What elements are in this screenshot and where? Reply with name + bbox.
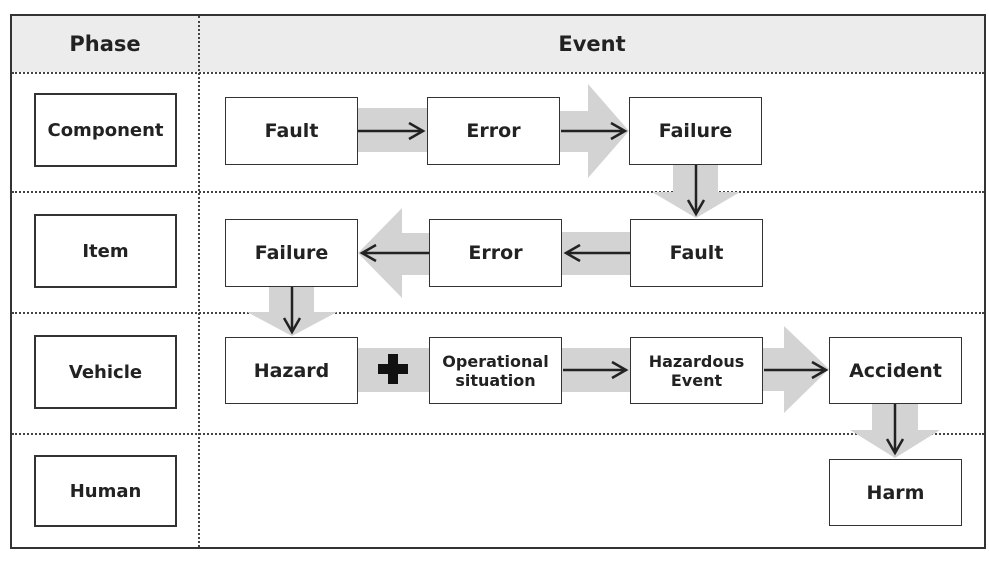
phase-item: Item (34, 214, 177, 288)
thin-arrows (282, 121, 905, 456)
phase-human: Human (34, 455, 177, 527)
phase-column-header: Phase (69, 32, 141, 56)
vehicle-operational-situation-box: Operational situation (429, 337, 562, 404)
row-divider (12, 433, 984, 435)
item-error-box: Error (429, 219, 562, 287)
row-divider (12, 191, 984, 193)
operational-situation-line1: Operational (442, 351, 549, 371)
phase-event-table: Phase Event (10, 14, 986, 549)
event-column-header: Event (558, 32, 626, 56)
vehicle-hazard-box: Hazard (225, 337, 358, 404)
operational-situation-line2: situation (455, 370, 536, 390)
vehicle-hazardous-event-box: Hazardous Event (630, 337, 763, 404)
item-failure-box: Failure (225, 219, 358, 287)
plus-icon (378, 354, 408, 384)
component-failure-box: Failure (629, 97, 762, 165)
row-divider (12, 72, 984, 74)
hazardous-event-line2: Event (670, 370, 723, 390)
component-fault-box: Fault (225, 97, 358, 165)
human-harm-box: Harm (829, 459, 962, 526)
component-error-box: Error (427, 97, 560, 165)
column-divider (198, 16, 200, 547)
phase-component: Component (34, 93, 177, 167)
row-divider (12, 312, 984, 314)
phase-vehicle: Vehicle (34, 335, 177, 409)
item-fault-box: Fault (630, 219, 763, 287)
table-header (12, 16, 984, 72)
hazardous-event-line1: Hazardous (648, 351, 745, 371)
vehicle-accident-box: Accident (829, 337, 962, 404)
